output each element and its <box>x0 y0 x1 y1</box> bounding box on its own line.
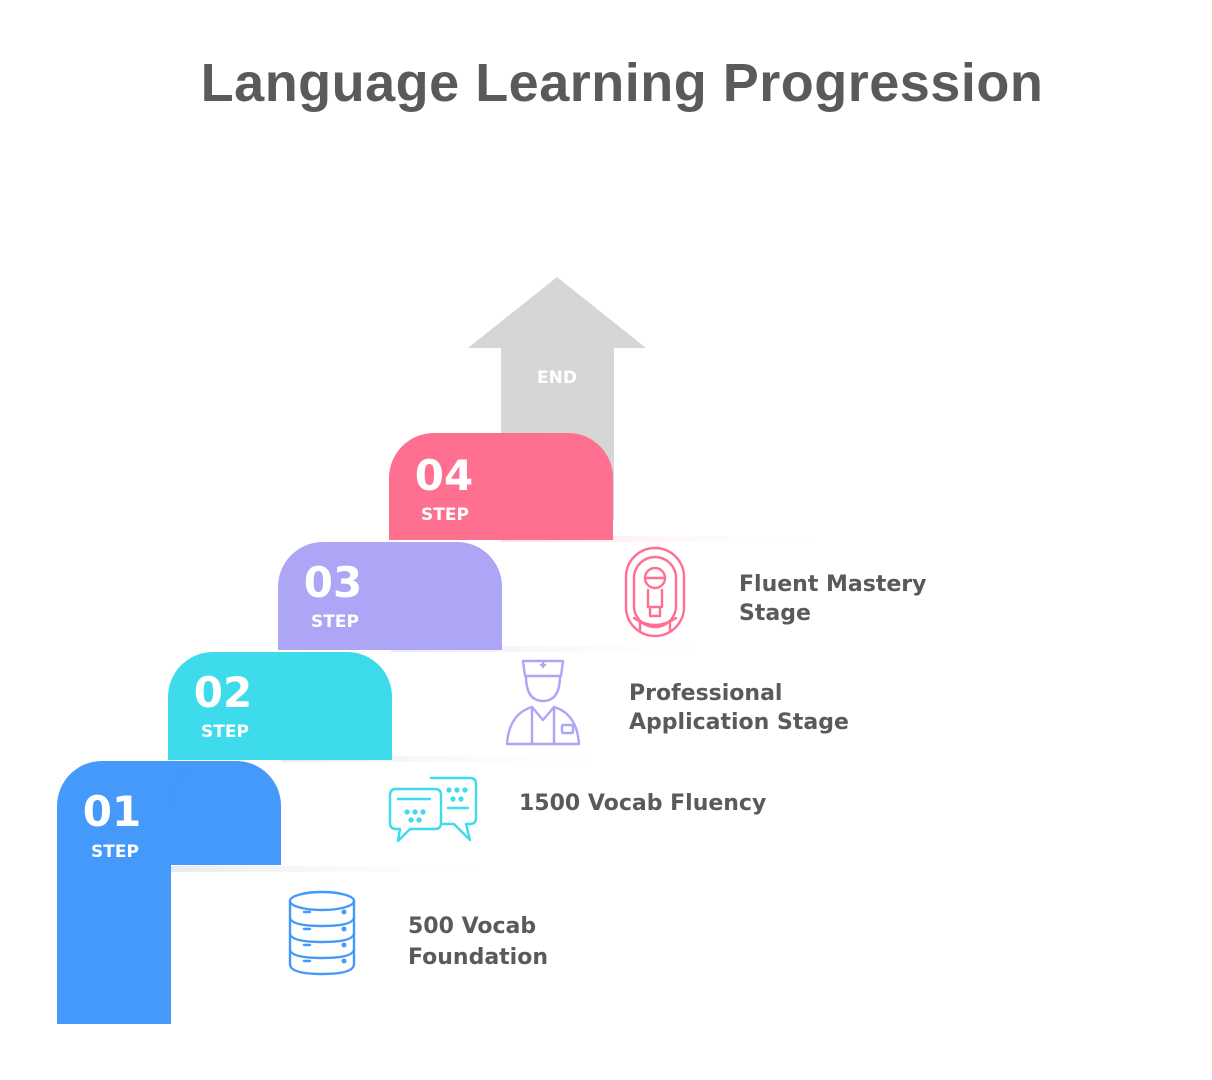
step-3-tread-shadow <box>391 646 736 652</box>
step-4-description-line-1: Fluent Mastery <box>739 572 926 597</box>
step-2-label: STEP <box>201 722 249 742</box>
step-4-description-line-2: Stage <box>739 601 811 626</box>
step-1-tread-shadow <box>171 866 516 872</box>
chat-bubbles-icon <box>388 776 478 843</box>
step-2-number: 02 <box>194 668 252 717</box>
professional-person-icon <box>505 659 581 746</box>
step-4-overlay <box>501 433 613 540</box>
step-3-description-line-1: Professional <box>629 681 782 706</box>
step-4-description: Fluent Mastery Stage <box>739 572 934 626</box>
step-2-description: 1500 Vocab Fluency <box>519 791 766 816</box>
step-4-tread-shadow <box>501 536 846 542</box>
database-icon <box>288 890 356 976</box>
end-label: END <box>537 368 577 388</box>
step-4-number: 04 <box>415 451 473 500</box>
step-4: 04 STEP Fluent Mastery Stage <box>389 433 934 638</box>
step-1-label: STEP <box>91 842 139 862</box>
page-title: Language Learning Progression <box>200 53 1044 113</box>
step-2-overlay <box>281 652 392 760</box>
step-1-overlay <box>171 761 281 865</box>
step-1-number: 01 <box>83 787 141 836</box>
step-4-label: STEP <box>421 505 469 525</box>
step-2-description-line-1: 1500 Vocab Fluency <box>519 791 766 816</box>
step-3-number: 03 <box>304 558 362 607</box>
step-3-overlay <box>391 542 502 650</box>
step-3-description: Professional Application Stage <box>629 681 849 735</box>
astronaut-icon <box>624 546 686 638</box>
step-2-tread-shadow <box>281 756 626 762</box>
step-1-description-line-2: Foundation <box>408 945 548 970</box>
step-3-label: STEP <box>311 612 359 632</box>
step-3-description-line-2: Application Stage <box>629 710 849 735</box>
step-3: 03 STEP Professional Application Stage <box>278 542 849 746</box>
step-2: 02 STEP 1500 Vocab Fluency <box>168 652 766 843</box>
step-1-description: 500 Vocab Foundation <box>408 914 548 970</box>
step-1-description-line-1: 500 Vocab <box>408 914 536 939</box>
step-1: 01 STEP 500 Vocab Foundation <box>57 761 548 1024</box>
